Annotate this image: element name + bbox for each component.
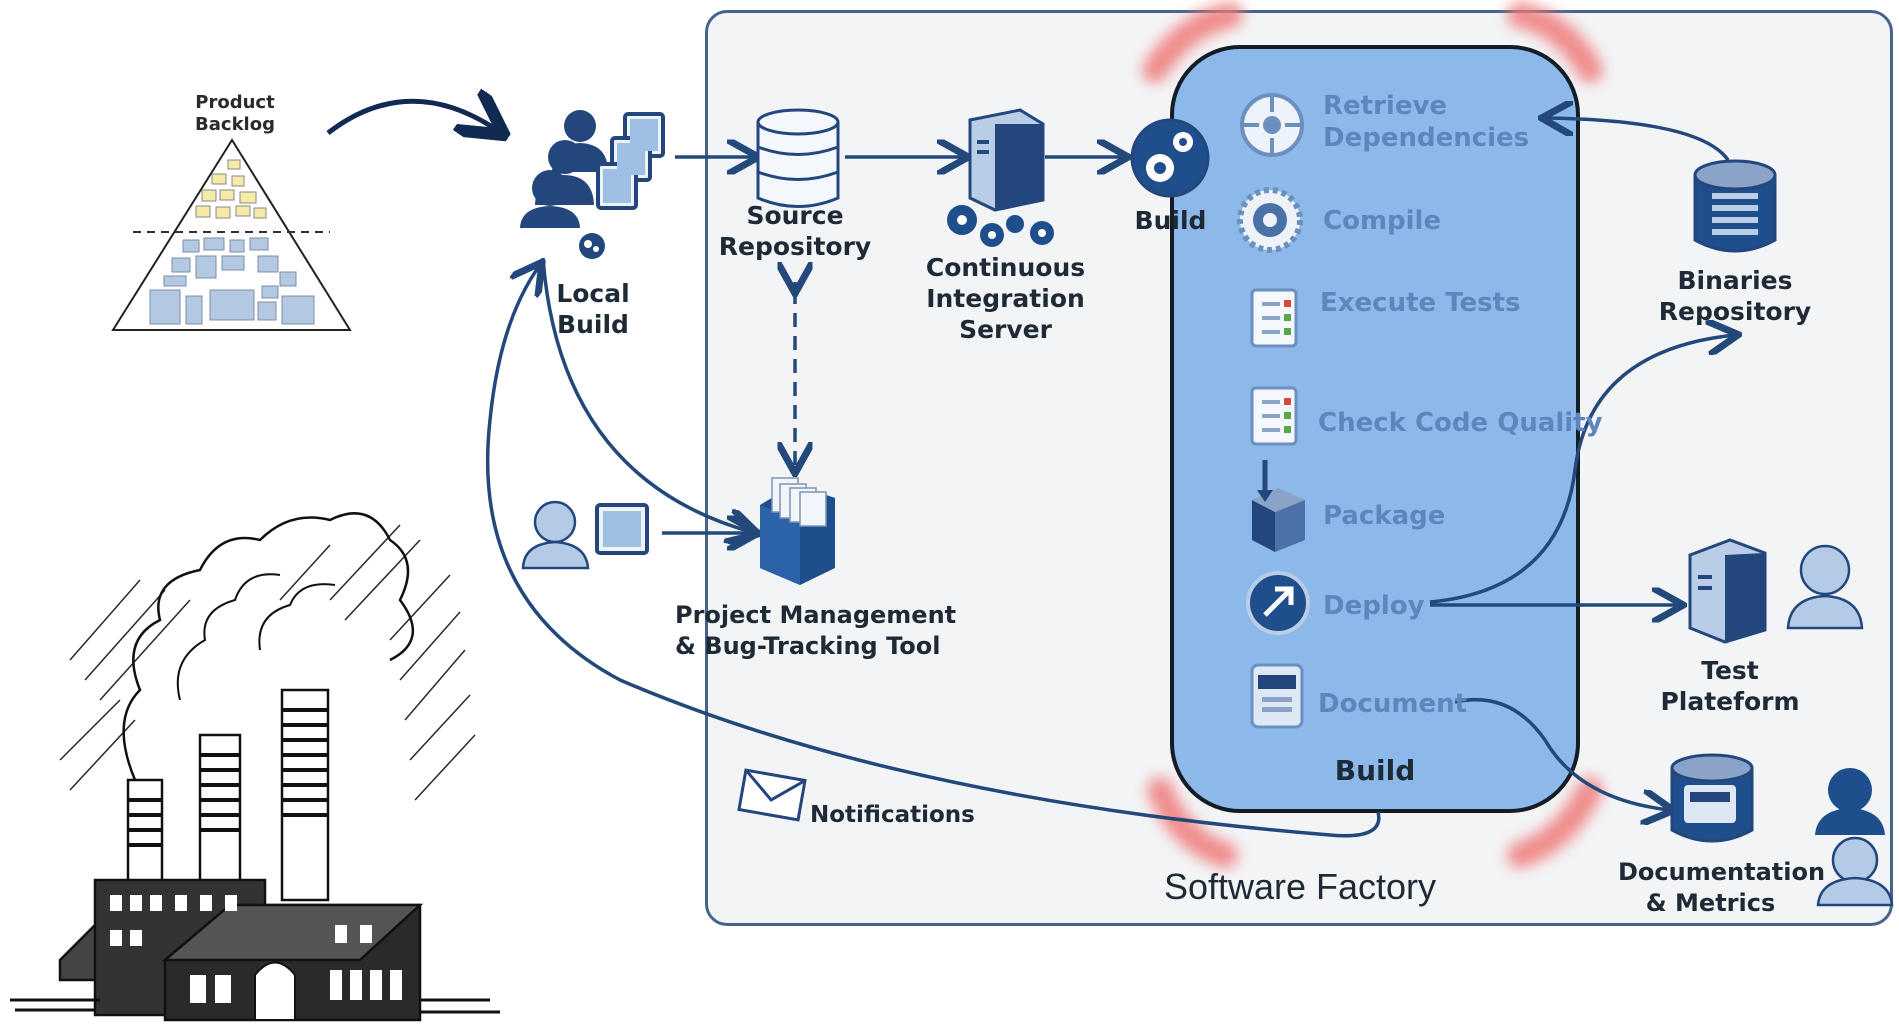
build-box-title: Build: [1334, 754, 1416, 787]
software-factory-title: Software Factory: [1163, 866, 1437, 907]
build-box: [1170, 45, 1580, 813]
pm-tool-label: Project Management& Bug-Tracking Tool: [675, 601, 957, 660]
step-deploy: Deploy: [1323, 591, 1425, 621]
docs-metrics-label: Documentation& Metrics: [1618, 858, 1826, 917]
step-check-code-quality: Check Code Quality: [1318, 408, 1603, 438]
build-gear-label: Build: [1134, 206, 1207, 235]
step-compile: Compile: [1323, 206, 1442, 236]
step-document: Document: [1318, 689, 1468, 719]
notifications-label: Notifications: [810, 802, 975, 828]
step-execute-tests: Execute Tests: [1320, 288, 1521, 318]
step-package: Package: [1323, 501, 1446, 531]
